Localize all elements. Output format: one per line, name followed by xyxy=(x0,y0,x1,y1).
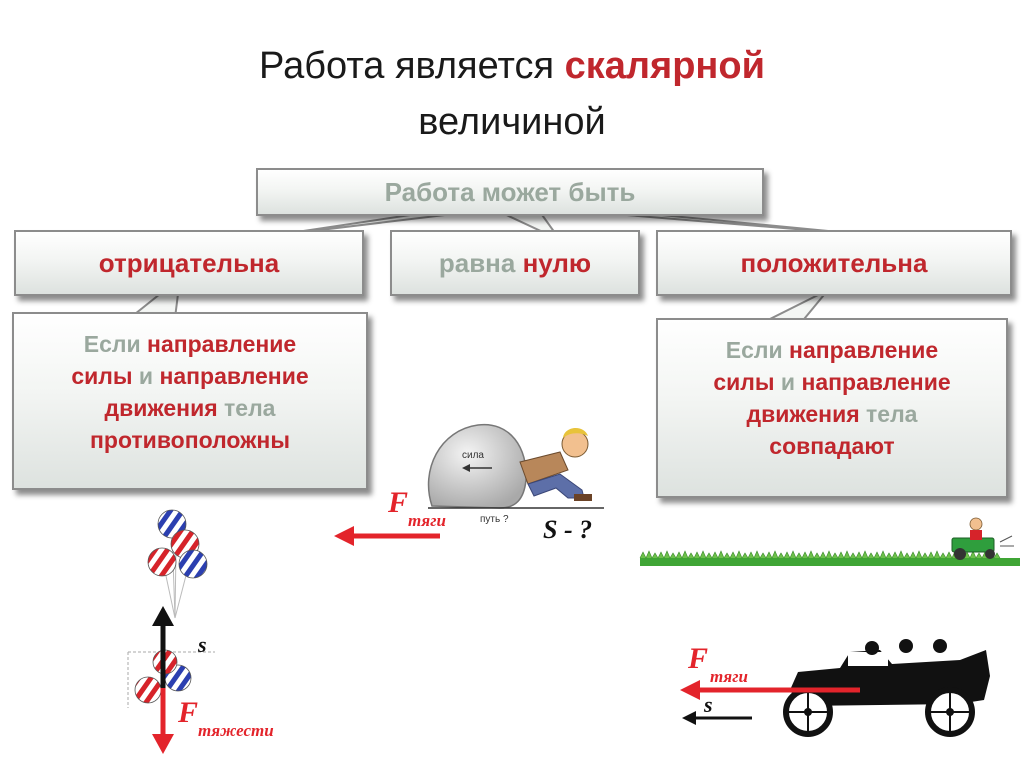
car-icon xyxy=(783,639,990,737)
title-line2: величиной xyxy=(418,101,606,143)
cond-right-w4: и xyxy=(780,369,796,395)
boulder-force-label: сила xyxy=(462,450,484,461)
person-pushing-icon xyxy=(519,427,592,501)
boulder-path-label: путь ? xyxy=(480,514,509,525)
balloon-displacement-arrowhead xyxy=(152,606,174,626)
boulder-traction-arrowhead xyxy=(334,526,354,546)
balloon-F-symbol: F xyxy=(177,696,198,729)
condition-negative-callout: Если направление силы и направление движ… xyxy=(12,312,368,490)
cond-right-w2: направление xyxy=(789,337,939,363)
slide-title: Работа является скалярной величиной xyxy=(0,38,1024,150)
boulder-F-symbol: F xyxy=(387,486,408,519)
boulder-scene: сила путь ? xyxy=(334,423,604,546)
car-F-subscript: тяги xyxy=(710,667,748,686)
negative-box: отрицательна xyxy=(14,230,364,296)
car-displacement-arrowhead xyxy=(682,711,696,725)
cond-left-w4: и xyxy=(138,363,154,389)
cond-right-w5: направление xyxy=(801,369,951,395)
cond-left-w6: движения xyxy=(104,395,218,421)
zero-accent: нулю xyxy=(522,248,592,278)
condition-positive-callout: Если направление силы и направление движ… xyxy=(656,318,1008,498)
cond-right-w6: движения xyxy=(746,401,860,427)
car-scene xyxy=(680,639,990,737)
grass-strip xyxy=(639,550,1020,566)
cond-right-w3: силы xyxy=(713,369,775,395)
balloon-F-subscript: тяжести xyxy=(198,721,274,740)
zero-box: равна нулю xyxy=(390,230,640,296)
cond-left-w5: направление xyxy=(159,363,309,389)
cond-right-w1: Если xyxy=(725,337,783,363)
cond-left-w3: силы xyxy=(71,363,133,389)
car-F-symbol: F xyxy=(687,642,708,675)
cond-right-w8: совпадают xyxy=(769,433,895,459)
balloon-icon xyxy=(147,547,177,577)
car-traction-arrowhead xyxy=(680,680,700,700)
boulder-F-subscript: тяги xyxy=(408,511,446,530)
boulder-S-question: S - ? xyxy=(543,515,592,544)
cond-left-w2: направление xyxy=(147,331,297,357)
balloon-s-label: s xyxy=(197,632,207,657)
balloon-icon xyxy=(134,676,162,704)
boulder-icon xyxy=(427,423,527,509)
cond-right-w7: тела xyxy=(866,401,918,427)
cond-left-w7: тела xyxy=(224,395,276,421)
car-s-label: s xyxy=(703,692,713,717)
positive-label: положительна xyxy=(740,248,928,278)
cond-left-w8: противоположны xyxy=(90,427,290,453)
zero-prefix: равна xyxy=(438,248,516,278)
balloons-scene xyxy=(127,509,215,754)
balloon-icon xyxy=(178,549,208,579)
negative-label: отрицательна xyxy=(98,248,280,278)
work-can-be-box: Работа может быть xyxy=(256,168,764,216)
cond-left-w1: Если xyxy=(83,331,141,357)
tractor-icon xyxy=(951,517,1014,560)
positive-box: положительна xyxy=(656,230,1012,296)
title-accent-word: скалярной xyxy=(564,45,765,87)
work-can-be-label: Работа может быть xyxy=(384,177,636,207)
boulder-force-arrowhead xyxy=(462,464,470,472)
balloon-gravity-arrowhead xyxy=(152,734,174,754)
title-line1-prefix: Работа является xyxy=(259,45,555,87)
